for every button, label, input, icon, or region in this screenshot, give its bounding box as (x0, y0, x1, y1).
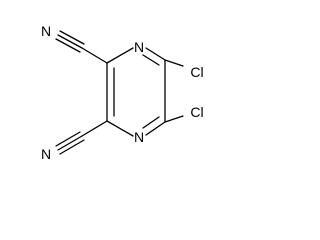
atom-label-ring-n-bottom: N (134, 129, 144, 145)
ring-bond-n1-c6-inner (142, 54, 160, 66)
bond-c3-cn (81, 120, 108, 137)
triple-bond-bottom-b (55, 131, 81, 147)
ring-bond-c5-n4 (145, 121, 166, 136)
bond-c2-cn (81, 47, 108, 64)
ring-bond-n4-c3 (106, 120, 134, 137)
atom-label-nitrile-n-top: N (41, 23, 51, 39)
triple-bond-top-b (59, 30, 85, 45)
triple-bond-bottom-c (59, 139, 85, 155)
triple-bond-top-c (55, 38, 81, 53)
ring-bond-n1-c6 (145, 47, 166, 61)
atom-label-ring-n-top: N (134, 39, 144, 55)
bond-c5-cl (164, 115, 184, 123)
ring-bond-c5-n4-inner (142, 116, 160, 129)
atom-label-nitrile-n-bottom: N (41, 146, 51, 162)
triple-bond-top-a (57, 34, 83, 49)
chloro-substituents (164, 59, 184, 123)
nitrile-top (55, 30, 108, 64)
atom-label-cl-top: Cl (190, 64, 203, 80)
bond-c6-cl (164, 59, 184, 67)
ring-bond-c2-n1 (106, 47, 134, 64)
nitrile-bottom (55, 120, 108, 155)
triple-bond-bottom-a (57, 135, 83, 151)
molecule-structure-diagram: N N N N Cl Cl (41, 23, 204, 162)
atom-label-cl-bottom: Cl (190, 104, 203, 120)
pyrazine-ring (106, 47, 166, 137)
